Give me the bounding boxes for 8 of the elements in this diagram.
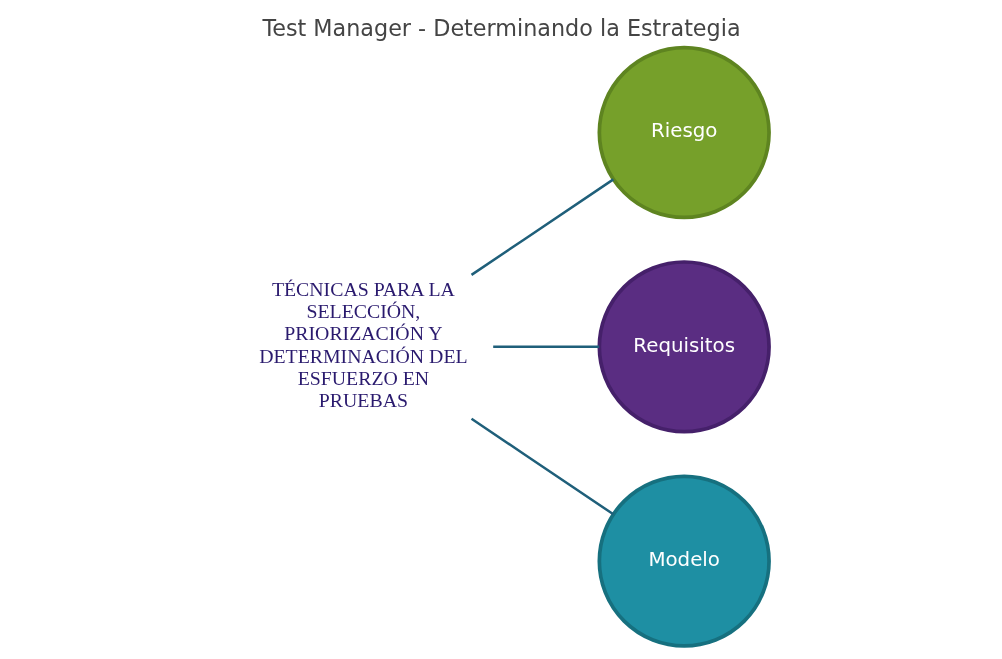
connector: [492, 345, 599, 349]
node-circle: Riesgo: [597, 45, 771, 220]
node-text: TÉCNICAS PARA LA SELECCIÓN, PRIORIZACIÓN Y DETERMINACIÓN DEL ESFUERZO EN PRUEBAS: [258, 277, 468, 412]
connector: [470, 178, 614, 276]
node-circle: Requisitos: [597, 260, 771, 434]
diagram-title: Test Manager - Determinando la Estrategia: [261, 14, 741, 41]
node-circle: Modelo: [597, 474, 771, 648]
connector: [470, 417, 614, 516]
